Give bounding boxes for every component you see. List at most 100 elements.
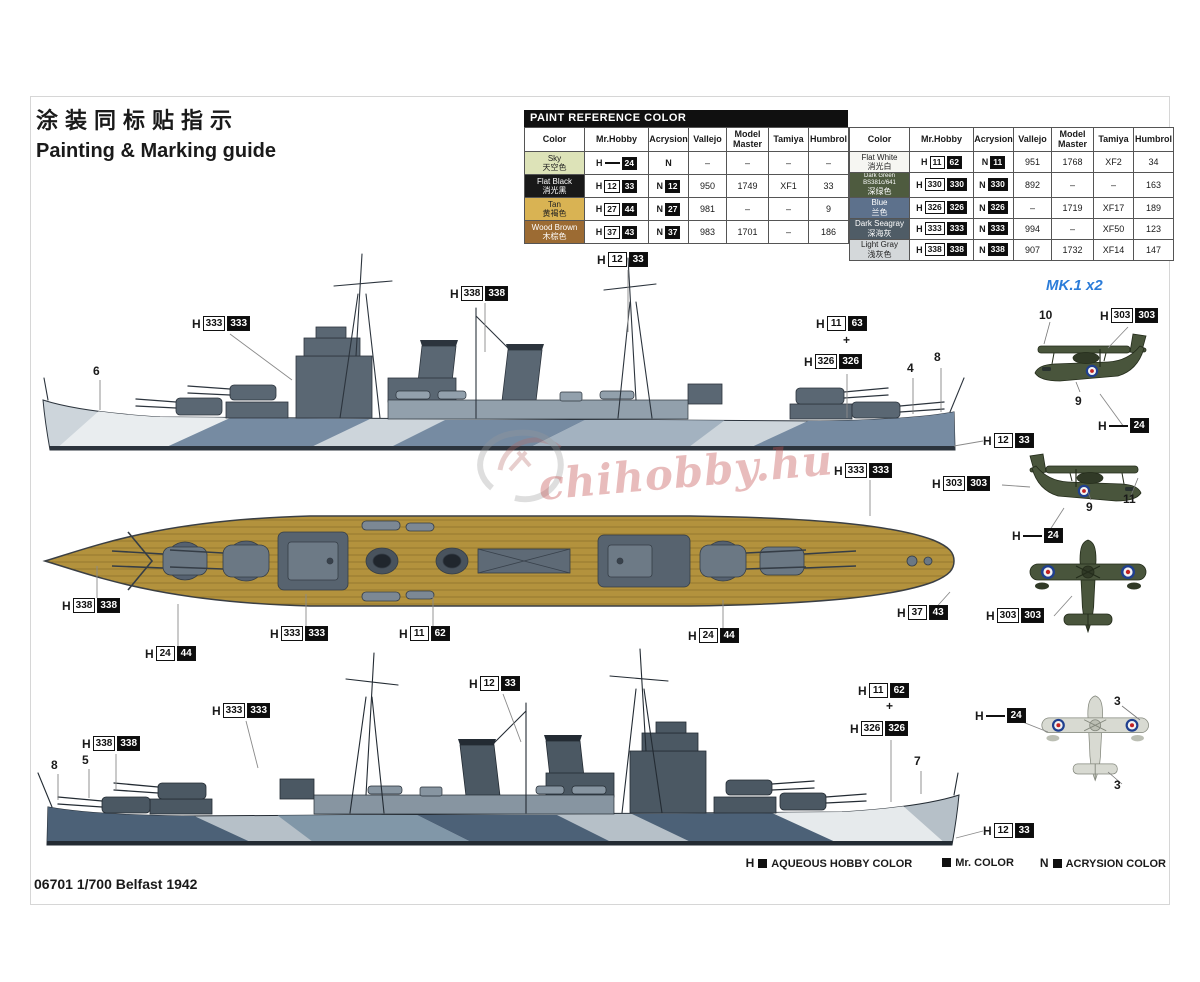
color-name-chinese: 消光白 [867, 162, 892, 171]
column-header: Tamiya [768, 127, 809, 152]
leader-lines [57, 270, 1141, 839]
humbrol-code: 34 [1133, 151, 1174, 173]
page-border [30, 96, 1170, 905]
tamiya-code: – [1093, 172, 1134, 198]
legend-mr-color: Mr. COLOR [938, 857, 1014, 869]
ship-plan-view [42, 515, 955, 607]
aircraft-bottom-view [1041, 695, 1150, 781]
column-header: Model Master [1051, 127, 1094, 152]
column-header: Humbrol [808, 127, 849, 152]
model-master-code: – [726, 151, 769, 175]
color-name: Dark Green BS381c/641 [863, 173, 896, 186]
humbrol-code: 186 [808, 220, 849, 244]
column-header: Color [849, 127, 910, 152]
black-square-icon [942, 858, 952, 867]
humbrol-code: 147 [1133, 238, 1174, 261]
color-name-chinese: 浅灰色 [867, 249, 892, 259]
column-header: Vallejo [688, 127, 727, 152]
watermark-emblem [477, 429, 564, 503]
tamiya-code: – [768, 197, 809, 221]
legend-aqueous-label: AQUEOUS HOBBY COLOR [771, 858, 913, 870]
color-name: Dark Seagray [855, 219, 904, 228]
aircraft-variant-label: MK.1 x2 [1046, 277, 1103, 294]
tamiya-code: XF14 [1093, 238, 1134, 261]
aircraft-side-view-right [1029, 453, 1142, 502]
model-master-code: 1732 [1051, 238, 1094, 261]
color-name-chinese: 天空色 [542, 163, 567, 172]
tamiya-code: – [768, 220, 809, 244]
humbrol-code: – [808, 151, 849, 175]
color-name-chinese: 深海灰 [867, 228, 892, 238]
legend-n-prefix: N [1039, 856, 1049, 870]
color-name: Flat White [861, 152, 898, 162]
color-name-chinese: 木棕色 [542, 232, 567, 241]
black-square-icon [758, 859, 768, 868]
column-header: Model Master [726, 127, 769, 152]
black-square-icon [1052, 859, 1062, 868]
vallejo-code: 983 [688, 220, 727, 244]
color-name: Sky [547, 153, 562, 163]
color-name-chinese: 深绿色 [867, 187, 892, 196]
ship-profile-bottom [38, 649, 962, 849]
color-name: Wood Brown [531, 222, 578, 232]
color-name-chinese: 消光黑 [542, 186, 567, 195]
vallejo-code: 907 [1013, 238, 1052, 261]
color-name-chinese: 黄褐色 [542, 209, 567, 218]
aircraft-top-view [1029, 539, 1147, 633]
column-header: Vallejo [1013, 127, 1052, 152]
color-name-chinese: 兰色 [871, 207, 888, 217]
color-name: Tan [548, 199, 561, 209]
acrysion-code: N [648, 151, 689, 175]
legend-h-prefix: H [745, 856, 755, 870]
color-name: Flat Black [536, 176, 573, 186]
title-block: 涂装同标贴指示 Painting & Marking guide [36, 103, 276, 163]
vallejo-code: – [688, 151, 727, 175]
column-header: Acrysion [973, 127, 1014, 152]
aircraft-side-view-left [1034, 333, 1147, 382]
humbrol-code: 163 [1133, 172, 1174, 198]
model-master-code: 1749 [726, 174, 769, 198]
color-legend: H AQUEOUS HOBBY COLOR Mr. COLOR N ACRYSION… [746, 856, 1166, 870]
model-master-code: 1701 [726, 220, 769, 244]
legend-mr-label: Mr. COLOR [955, 857, 1014, 869]
legend-aqueous: H AQUEOUS HOBBY COLOR [746, 856, 913, 870]
tamiya-code: – [768, 151, 809, 175]
color-name: Light Gray [861, 240, 898, 249]
column-header: Acrysion [648, 127, 689, 152]
page-title: Painting & Marking guide [36, 140, 277, 162]
legend-acrysion-label: ACRYSION COLOR [1065, 858, 1166, 870]
color-name: Blue [871, 198, 888, 207]
title-chinese: 涂装同标贴指示 [36, 108, 240, 133]
ship-profile-top [40, 254, 964, 454]
kit-number-and-name: 06701 1/700 Belfast 1942 [34, 876, 198, 892]
